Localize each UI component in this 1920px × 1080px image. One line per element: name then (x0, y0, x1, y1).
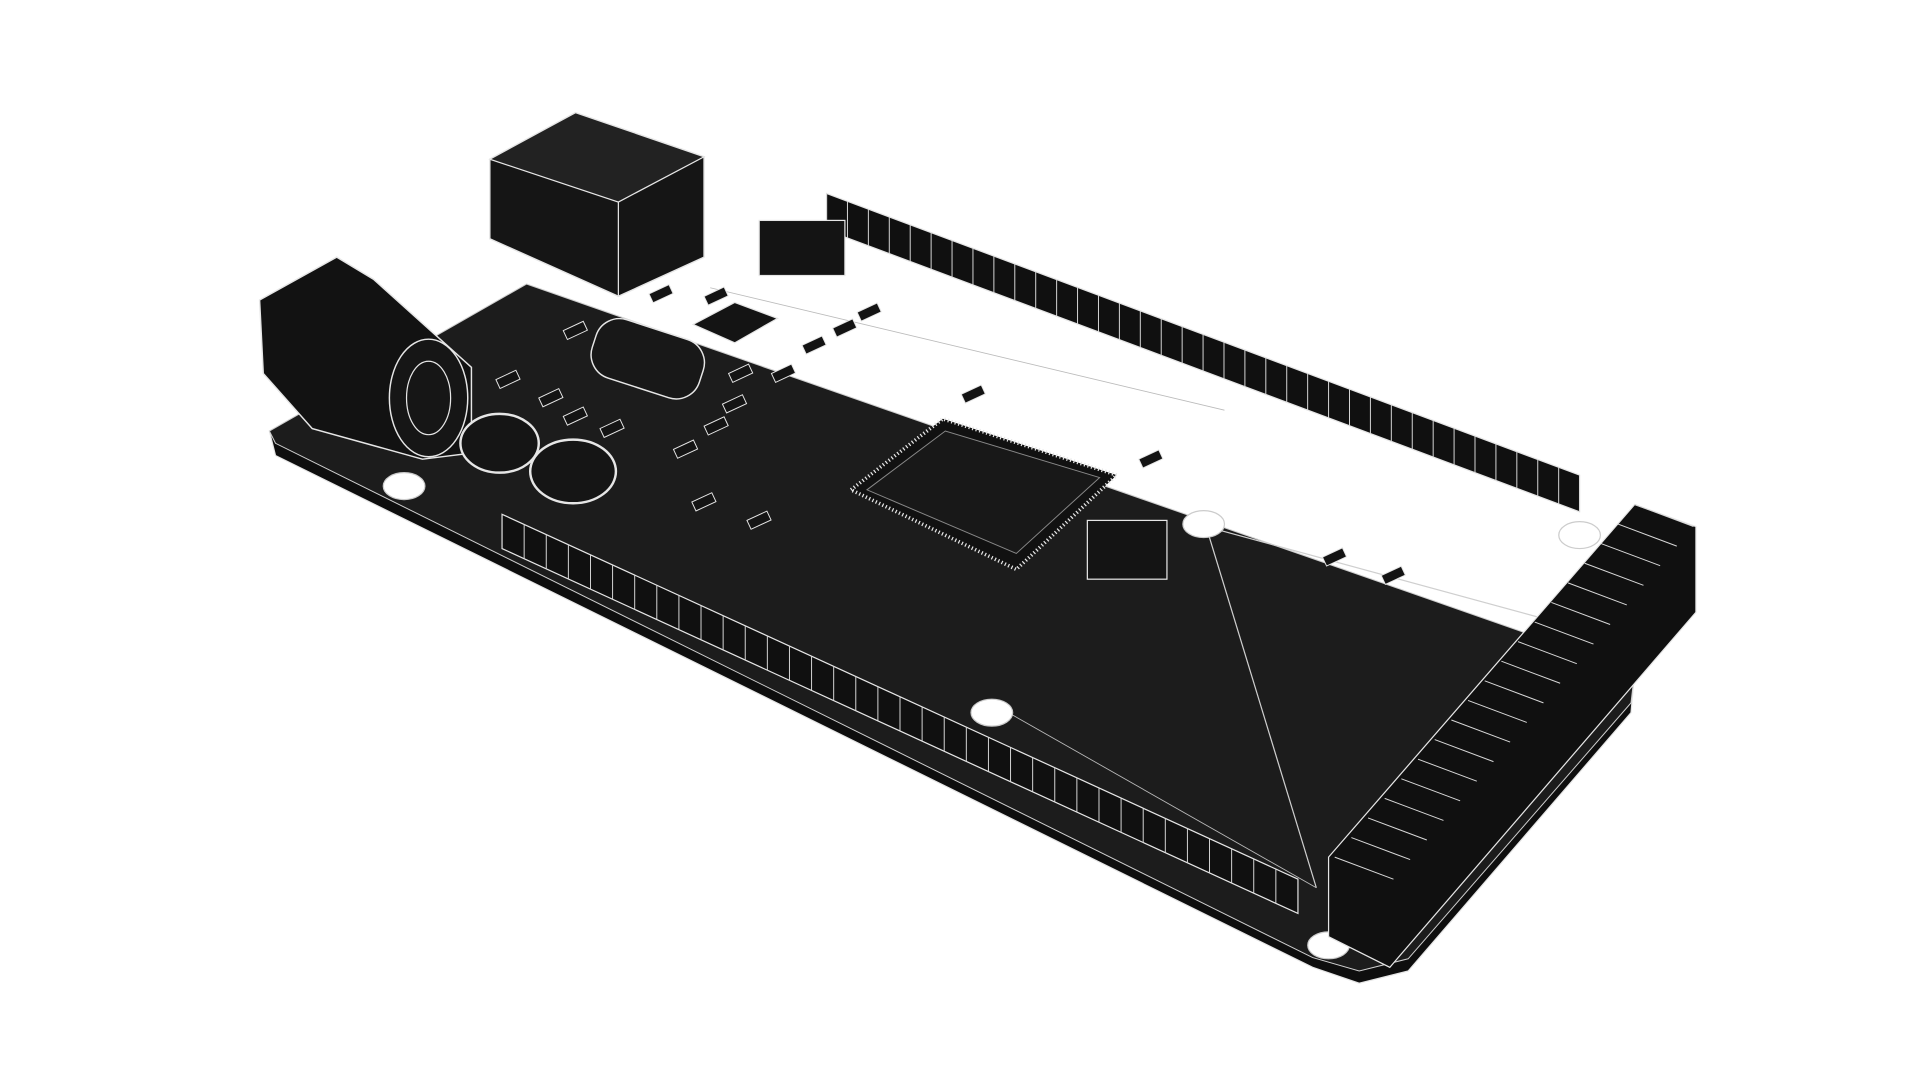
smd-part (746, 510, 772, 530)
trace (710, 287, 1225, 411)
header-pin-divider (1484, 680, 1544, 704)
smd-part (856, 302, 882, 322)
header-pin-divider (1501, 660, 1561, 684)
crystal-oscillator (590, 317, 706, 400)
smd-part (727, 363, 754, 383)
smd-part (648, 283, 674, 304)
header-pin-divider (1534, 621, 1594, 645)
smd-part (1380, 565, 1406, 586)
header-pin-divider (1451, 719, 1511, 743)
header-pin-divider (1334, 856, 1394, 880)
smd-part (703, 286, 729, 306)
trace (1205, 525, 1544, 619)
header-pin-divider (1634, 504, 1694, 527)
smd-part (703, 416, 729, 436)
smd-part (495, 369, 521, 390)
header-pin-divider (1434, 739, 1494, 763)
header-pin-divider (1567, 582, 1627, 606)
smd-part (599, 418, 625, 439)
smd-components (495, 283, 1406, 586)
header-pin-divider (1617, 523, 1677, 547)
usb-chip (691, 301, 779, 344)
trace (1003, 709, 1317, 889)
header-pin-divider (1367, 817, 1427, 841)
mounting-hole (970, 698, 1014, 727)
power-jack (258, 256, 473, 460)
smd-part (1321, 547, 1348, 567)
mounting-hole (1558, 521, 1602, 550)
header-pin-divider (1517, 641, 1577, 665)
header-pin-divider (1551, 601, 1611, 625)
header-pin-divider (1384, 797, 1444, 821)
icsp-header (758, 219, 1168, 580)
mounting-holes (382, 472, 1602, 960)
smd-part (721, 394, 748, 414)
header-pin-divider (1401, 778, 1461, 802)
trace (1205, 526, 1317, 888)
smd-part (770, 363, 797, 383)
smd-part (562, 406, 589, 426)
usb-connector (488, 111, 706, 298)
smd-part (538, 387, 564, 408)
main-microcontroller (847, 416, 1121, 572)
smd-part (691, 492, 717, 512)
mounting-hole (1182, 510, 1226, 539)
smd-part (1138, 449, 1164, 469)
smd-part (672, 439, 699, 459)
header-pin-divider (1417, 758, 1477, 782)
capacitors (459, 412, 618, 505)
mounting-hole (382, 472, 426, 501)
header-pin-divider (1584, 562, 1644, 586)
header-pin-divider (1467, 699, 1527, 723)
smd-part (832, 318, 858, 338)
smd-part (562, 320, 589, 341)
smd-part (801, 335, 827, 355)
pin-headers (501, 192, 1697, 969)
header-pin-divider (1601, 543, 1661, 567)
smd-part (960, 384, 986, 404)
header-pin-divider (1351, 837, 1411, 861)
